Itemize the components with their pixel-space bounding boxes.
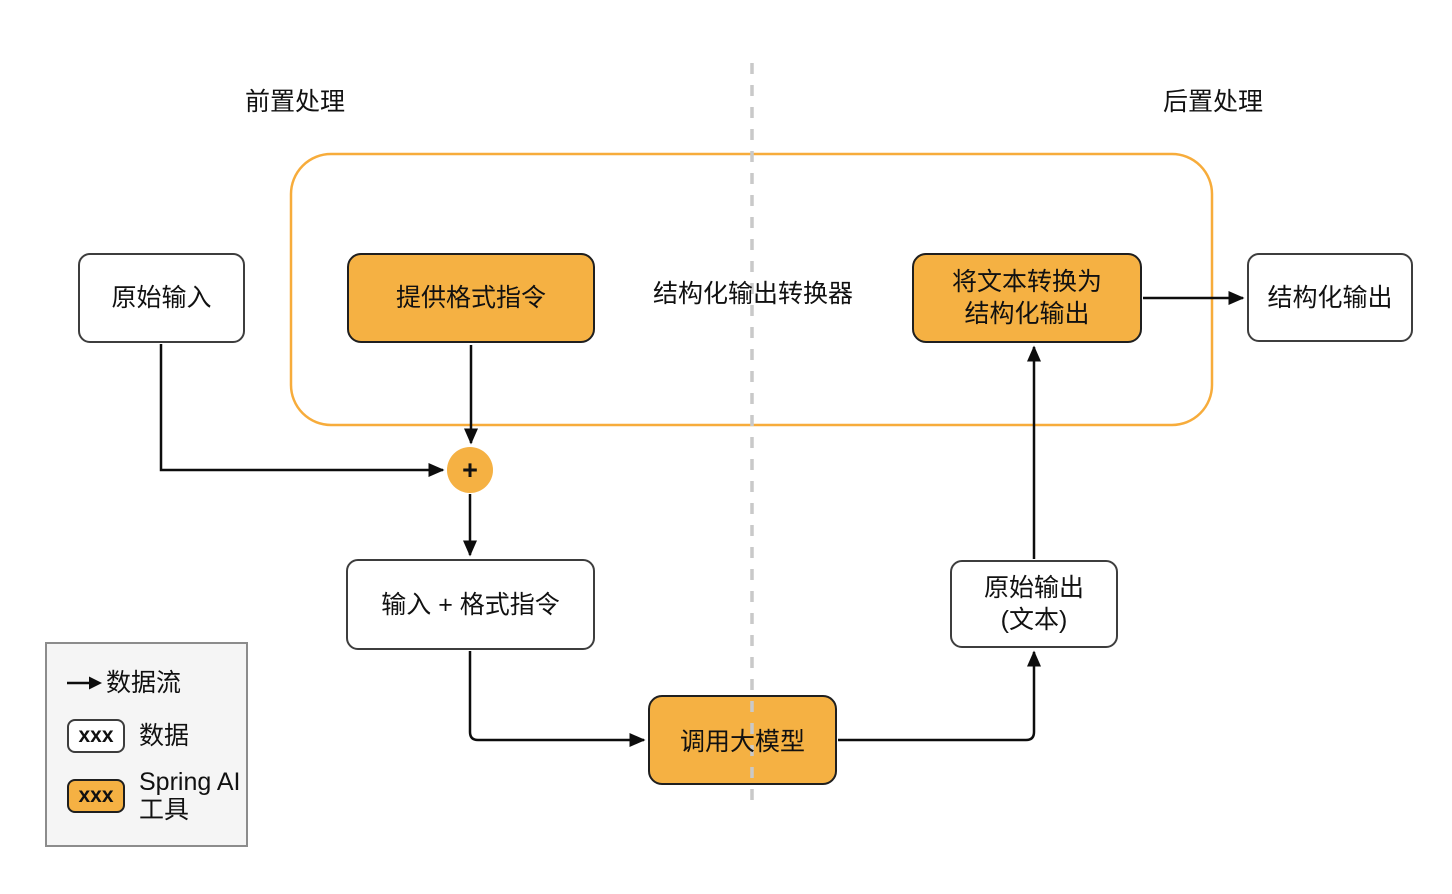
legend-data-flow-label: 数据流 [106,669,182,697]
pre-processing-label: 前置处理 [244,88,345,116]
legend-data-sample-box: xxx [67,719,125,753]
node-plus-merge: + [447,447,493,493]
arrow-call-llm-to-raw-output [838,650,1041,742]
node-raw-input: 原始输入 [78,253,245,343]
converter-container-label: 结构化输出转换器 [652,280,853,308]
post-processing-label: 后置处理 [1162,88,1263,116]
node-call-llm-label: 调用大模型 [679,728,805,756]
arrow-raw-input-to-plus [159,344,445,477]
legend: 数据流 xxx 数据 xxx Spring AI 工具 [45,642,248,847]
node-convert-text-to-structured: 将文本转换为 结构化输出 [912,253,1142,343]
legend-tool-sample-box: xxx [67,779,125,813]
legend-tool-label: Spring AI 工具 [139,768,241,824]
node-structured-output: 结构化输出 [1247,253,1413,342]
node-provide-format-instructions: 提供格式指令 [347,253,595,343]
legend-row-data-flow: 数据流 [67,666,246,700]
legend-row-data: xxx 数据 [67,718,246,754]
legend-data-label: 数据 [139,722,190,750]
node-input-plus-format: 输入 + 格式指令 [346,559,595,650]
data-flow-arrow-icon [67,676,102,690]
node-call-llm [648,695,837,785]
node-raw-output: 原始输出 (文本) [950,560,1118,648]
legend-row-spring-ai-tool: xxx Spring AI 工具 [67,768,246,824]
arrow-input-format-to-call-llm [468,651,646,747]
